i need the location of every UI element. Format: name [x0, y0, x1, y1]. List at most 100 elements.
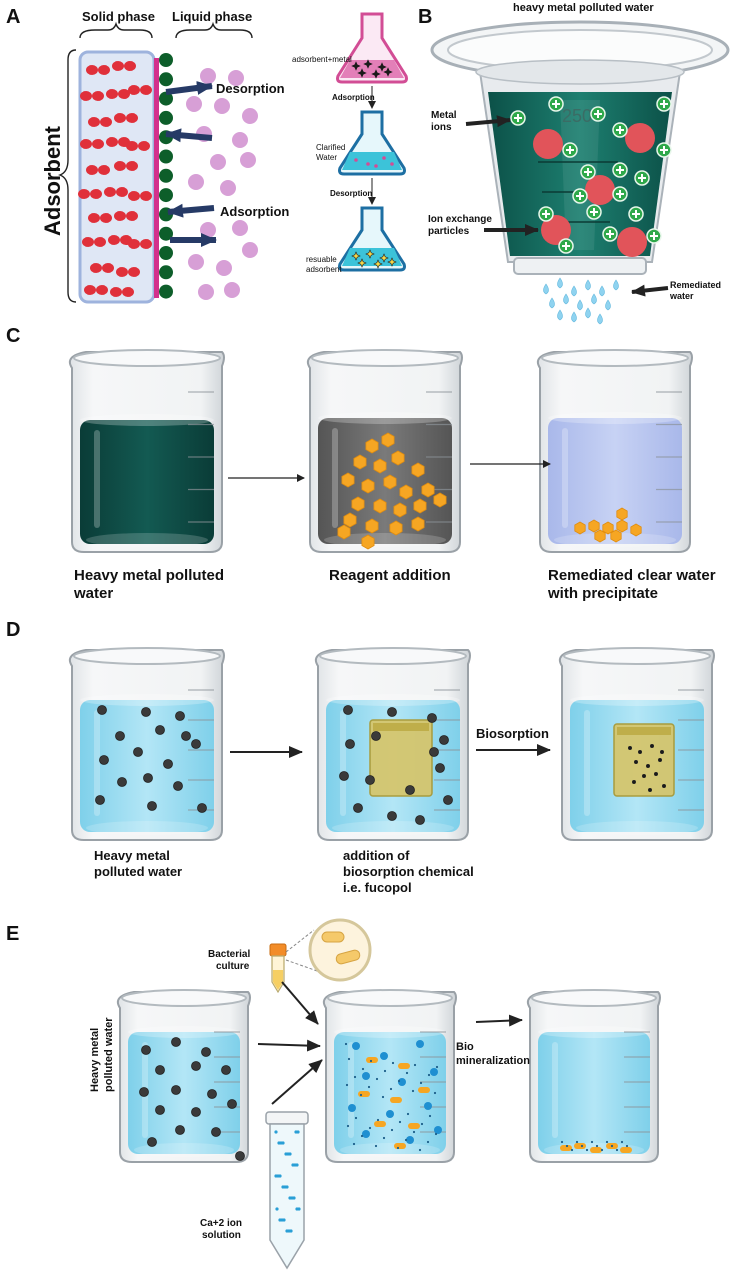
mineral-deposit — [590, 1147, 602, 1153]
mix-speck — [397, 1079, 401, 1083]
reagent-hexagon — [337, 524, 351, 540]
red-particle-lobe — [128, 267, 140, 277]
arrow-e-mineralization — [475, 1014, 523, 1027]
calcium-ion — [348, 1104, 356, 1112]
liquid-phase-label: Liquid phase — [172, 9, 252, 24]
bacterial-label-line2: culture — [216, 961, 250, 972]
metal-ion-plus — [650, 232, 658, 240]
calcium-dot — [274, 1130, 278, 1134]
metal-particle — [405, 785, 415, 795]
bacterium-1 — [321, 931, 345, 943]
flask1-star — [363, 59, 373, 69]
calcium-ion — [362, 1130, 370, 1138]
red-particle-lobe — [94, 237, 106, 247]
metal-particle — [181, 731, 191, 741]
red-particle-lobe — [112, 61, 124, 71]
mix-speck — [347, 1057, 351, 1061]
precipitate-hexagon — [594, 529, 606, 543]
beaker-polluted — [68, 349, 225, 553]
calcium-ion — [398, 1078, 406, 1086]
mix-speck — [360, 1134, 364, 1138]
red-particle-lobe — [86, 65, 98, 75]
flask-adsorbent-metal — [336, 12, 408, 84]
bacterium-cell — [374, 1121, 386, 1127]
red-particle-lobe — [84, 285, 96, 295]
beaker-bottom-shine — [134, 1143, 234, 1157]
metal-particle — [415, 815, 425, 825]
reagent-hexagon — [343, 512, 357, 528]
mix-speck — [427, 1073, 431, 1077]
metal-particle-e — [147, 1137, 157, 1147]
beaker-rim — [73, 647, 221, 665]
mineral-deposit — [560, 1145, 572, 1151]
calcium-dot — [284, 1152, 288, 1156]
captured-particle — [660, 750, 665, 755]
red-particle-lobe — [82, 237, 94, 247]
red-particle-lobe — [140, 239, 152, 249]
mix-speck — [396, 1146, 400, 1150]
beaker-water-surface — [80, 694, 214, 706]
mix-speck — [412, 1130, 416, 1134]
bacterium-cell — [394, 1143, 406, 1149]
mix-speck — [435, 1065, 439, 1069]
red-particle-lobe — [140, 85, 152, 95]
reagent-hexagon — [399, 484, 413, 500]
metal-particle — [443, 795, 453, 805]
funnel-neck — [475, 59, 685, 85]
mix-speck — [413, 1063, 417, 1067]
mineral-speck — [560, 1140, 564, 1144]
flask3-star — [365, 249, 375, 259]
pink-particle — [242, 242, 258, 258]
panel-c-letter: C — [6, 325, 20, 347]
metal-ion-plus — [616, 166, 624, 174]
beaker-water-surface — [326, 694, 460, 706]
red-particle-lobe — [128, 191, 140, 201]
metal-particle — [117, 777, 127, 787]
adsorption-arrow-2 — [167, 203, 215, 218]
captured-particle — [634, 760, 639, 765]
mix-speck — [411, 1089, 415, 1093]
red-particle-lobe — [114, 211, 126, 221]
reagent-hexagon — [341, 472, 355, 488]
flask-reusable-adsorbent — [338, 206, 406, 272]
remediated-label-line1: Remediated — [670, 280, 721, 290]
water-drop — [571, 311, 577, 323]
red-particle-lobe — [102, 263, 114, 273]
metal-particle-e — [207, 1089, 217, 1099]
mix-speck — [354, 1116, 358, 1120]
beaker-bottom-shine — [86, 533, 208, 547]
metal-ion-plus — [584, 168, 592, 176]
captured-particle — [650, 744, 655, 749]
caption-d2-line1: addition of — [343, 848, 410, 863]
red-particle-lobe — [106, 89, 118, 99]
bacterium-2 — [335, 949, 361, 965]
calcium-ion-dots — [274, 1130, 301, 1233]
reagent-hexagon — [391, 450, 405, 466]
flask2-dot — [374, 164, 378, 168]
metal-particle — [345, 739, 355, 749]
beaker-highlight — [584, 710, 590, 816]
caption-d1-line2: polluted water — [94, 864, 182, 879]
reagent-hexagon — [383, 474, 397, 490]
flask2-dot — [390, 162, 394, 166]
mix-speck — [434, 1132, 438, 1136]
red-particle-lobe — [126, 113, 138, 123]
green-site — [159, 284, 173, 299]
flask3-label-line1: resuable — [306, 255, 337, 264]
flask3-star — [379, 253, 389, 263]
reagent-hexagon — [393, 502, 407, 518]
beaker-water — [538, 1032, 650, 1154]
water-drop — [557, 309, 563, 321]
metal-ion-plus — [566, 146, 574, 154]
flask2-dot — [382, 156, 386, 160]
red-particle-lobe — [80, 91, 92, 101]
red-particle-lobe — [78, 189, 90, 199]
captured-particle — [658, 758, 663, 763]
green-site — [159, 168, 173, 183]
metal-particle — [155, 725, 165, 735]
remediated-water-drops — [543, 277, 619, 325]
red-particle-lobe — [100, 117, 112, 127]
caption-c2: Reagent addition — [329, 567, 451, 584]
metal-particle-e — [235, 1151, 245, 1161]
red-particle-lobe — [90, 189, 102, 199]
